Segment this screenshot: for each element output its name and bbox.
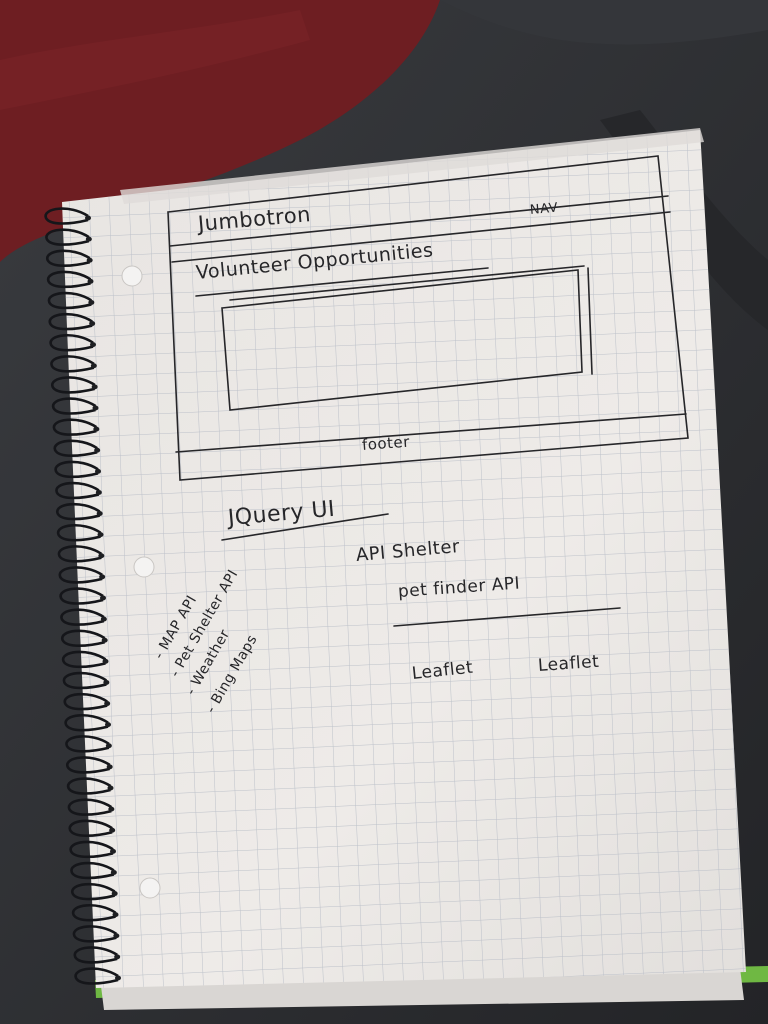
spiral-hole bbox=[104, 701, 111, 707]
header-divider bbox=[171, 211, 671, 263]
spiral-hole bbox=[93, 426, 100, 432]
spiral-hole bbox=[88, 299, 95, 305]
jquery-underline bbox=[221, 513, 389, 541]
spiral-coil bbox=[67, 798, 113, 816]
spiral-hole bbox=[89, 321, 96, 327]
spiral-coil bbox=[72, 904, 117, 922]
spiral-hole bbox=[114, 954, 121, 960]
spiral-coil bbox=[47, 291, 93, 310]
spiral-coil bbox=[56, 502, 101, 521]
spiral-hole bbox=[94, 447, 101, 453]
spiral-hole bbox=[97, 532, 104, 538]
content-box-shadow-top bbox=[229, 265, 585, 301]
spiral-coil bbox=[64, 714, 109, 732]
spiral-hole bbox=[87, 278, 94, 284]
spiral-coil bbox=[62, 671, 108, 690]
spiral-coil bbox=[45, 228, 90, 246]
spiral-coil bbox=[49, 334, 94, 352]
spiral-hole bbox=[107, 785, 114, 791]
grid-lines bbox=[62, 130, 746, 988]
spiral-coil bbox=[74, 967, 119, 985]
spiral-coil bbox=[50, 355, 95, 373]
spiral-hole bbox=[90, 363, 97, 369]
spiral-coil bbox=[58, 566, 103, 584]
spiral-coil bbox=[52, 418, 98, 436]
spiral-hole bbox=[110, 848, 116, 854]
spiral-hole bbox=[86, 257, 93, 263]
spiral-hole bbox=[112, 912, 119, 918]
spiral-coil bbox=[66, 756, 111, 774]
spiral-hole bbox=[92, 405, 99, 411]
spiral-coil bbox=[53, 439, 98, 458]
sweater-fold bbox=[0, 10, 310, 110]
spiral-hole bbox=[85, 236, 92, 242]
blanket-fold bbox=[440, 0, 768, 45]
spiral-coil bbox=[54, 460, 99, 479]
spiral-coil bbox=[69, 840, 114, 859]
content-box bbox=[221, 269, 583, 411]
spiral-hole bbox=[95, 468, 101, 474]
wireframe-outer-box bbox=[167, 155, 689, 481]
spiral-hole bbox=[99, 574, 106, 580]
spiral-coil bbox=[52, 397, 97, 415]
spiral-coil bbox=[48, 312, 93, 331]
spiral-coil bbox=[63, 692, 108, 711]
spiral-hole bbox=[111, 891, 118, 897]
spiral-hole bbox=[96, 511, 103, 517]
spiral-hole bbox=[101, 637, 108, 643]
spiral-hole bbox=[113, 933, 120, 939]
punch-hole bbox=[139, 877, 161, 899]
spiral-coil bbox=[57, 524, 102, 542]
spiral-hole bbox=[103, 679, 110, 685]
spiral-coil bbox=[62, 650, 107, 669]
spiral-coil bbox=[73, 946, 118, 964]
spiral-coil bbox=[61, 629, 106, 648]
volunteer-underline bbox=[195, 267, 489, 297]
spiral-coil bbox=[44, 207, 89, 225]
petfinder-underline bbox=[393, 607, 621, 627]
spiral-coil bbox=[67, 777, 112, 795]
spiral-coil bbox=[55, 481, 100, 500]
spiral-hole bbox=[91, 384, 98, 390]
spiral-hole bbox=[98, 553, 105, 559]
spiral-coil bbox=[71, 882, 116, 901]
spiral-hole bbox=[100, 595, 106, 601]
spiral-hole bbox=[100, 616, 107, 622]
content-box-shadow-right bbox=[587, 267, 593, 375]
spiral-hole bbox=[85, 215, 91, 221]
spiral-coil bbox=[59, 587, 104, 605]
spiral-coil bbox=[46, 249, 91, 268]
spiral-hole bbox=[102, 658, 109, 664]
sketch-nav-label: NAV bbox=[529, 200, 559, 218]
spiral-coil bbox=[47, 270, 92, 289]
spiral-hole bbox=[95, 489, 102, 495]
spiral-coil bbox=[70, 861, 115, 880]
spiral-coil bbox=[51, 376, 96, 394]
spiral-coil bbox=[65, 735, 110, 753]
footer-divider bbox=[175, 413, 687, 453]
sketch-footer-label: footer bbox=[361, 432, 411, 454]
spiral-coil bbox=[72, 925, 118, 943]
spiral-coil bbox=[57, 545, 103, 563]
spiral-coil bbox=[60, 608, 105, 626]
spiral-hole bbox=[106, 764, 113, 770]
spiral-hole bbox=[109, 827, 116, 833]
punch-hole bbox=[133, 556, 155, 578]
page-edge bbox=[120, 128, 704, 204]
spiral-binding bbox=[44, 207, 121, 985]
spiral-coil bbox=[68, 819, 113, 838]
jumbotron-divider bbox=[169, 195, 669, 247]
spiral-hole bbox=[108, 806, 115, 812]
spiral-hole bbox=[105, 743, 112, 749]
spiral-hole bbox=[105, 722, 111, 728]
spiral-hole bbox=[115, 975, 121, 981]
punch-hole bbox=[121, 265, 143, 287]
note-leaflet-2: Leaflet bbox=[537, 651, 600, 676]
spiral-hole bbox=[110, 869, 117, 875]
spiral-hole bbox=[90, 342, 96, 348]
wireframe-sketch bbox=[167, 155, 689, 627]
